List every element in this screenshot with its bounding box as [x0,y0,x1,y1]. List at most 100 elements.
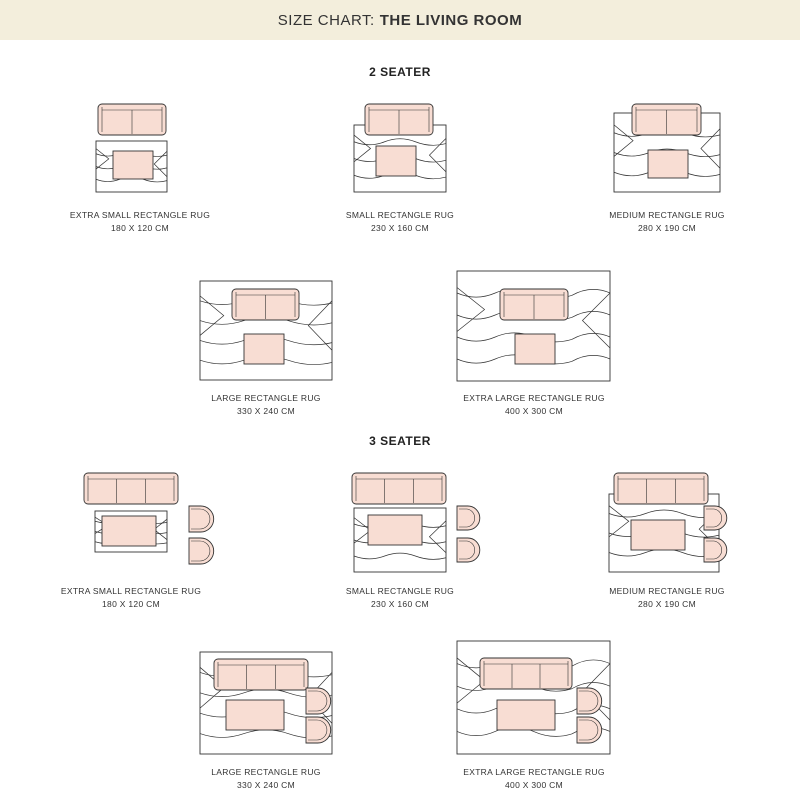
rug-pattern [353,134,372,163]
caption-3-seater-extra-large: EXTRA LARGE RECTANGLE RUG 400 X 300 CM [414,766,654,791]
rug-pattern [456,287,486,332]
rug-name: MEDIUM RECTANGLE RUG [609,586,725,596]
coffee-table [496,699,556,731]
armchair-seat [191,508,211,530]
rug-size: 230 X 160 CM [371,222,429,233]
caption-2-seater-large: LARGE RECTANGLE RUG 330 X 240 CM [146,392,386,417]
sofa [351,472,447,505]
header-prefix: SIZE CHART: [277,11,375,29]
sofa [499,288,569,321]
caption-2-seater-extra-small: EXTRA SMALL RECTANGLE RUG 180 X 120 CM [20,209,260,234]
armchair-seat [459,540,475,560]
sofa [231,288,300,321]
sofa [631,103,702,136]
rug-name: SMALL RECTANGLE RUG [345,210,455,220]
rug-pattern [428,138,447,173]
rug-size: 280 X 190 CM [638,598,696,609]
sofa [364,103,434,136]
sofa [213,658,309,691]
rug-pattern [608,505,630,538]
sofa [83,472,179,505]
rug-size: 180 X 120 CM [102,598,160,609]
rug-name: SMALL RECTANGLE RUG [345,586,455,596]
rug-pattern [581,292,611,349]
armchair-seat [191,540,211,562]
caption-2-seater-small: SMALL RECTANGLE RUG 230 X 160 CM [280,209,520,234]
caption-2-seater-extra-large: EXTRA LARGE RECTANGLE RUG 400 X 300 CM [414,392,654,417]
armchair [456,505,481,531]
armchair-seat [706,540,722,560]
coffee-table [630,519,686,551]
rug-pattern [199,295,225,336]
sofa-frame [83,472,179,505]
rug-pattern [153,150,168,177]
coffee-table [514,333,556,365]
rug-name: LARGE RECTANGLE RUG [211,393,321,403]
rug-pattern [613,124,634,157]
rug-pattern [428,520,447,554]
rug-size: 330 X 240 CM [237,779,295,790]
header-banner: SIZE CHART: THE LIVING ROOM [0,0,800,40]
section-title-3-seater: 3 SEATER [369,434,431,448]
caption-3-seater-small: SMALL RECTANGLE RUG 230 X 160 CM [280,585,520,610]
rug-name: LARGE RECTANGLE RUG [211,767,321,777]
coffee-table [225,699,285,731]
rug-size: 180 X 120 CM [111,222,169,233]
rug-pattern [700,128,721,169]
section-title-2-seater: 2 SEATER [369,65,431,79]
rug-pattern [95,148,110,170]
armchair [456,537,481,563]
rug-pattern [613,148,721,158]
rug-name: EXTRA SMALL RECTANGLE RUG [60,586,202,596]
sofa [479,657,573,690]
rug-name: EXTRA LARGE RECTANGLE RUG [463,767,605,777]
rug-pattern [608,509,720,518]
header-title: THE LIVING ROOM [379,11,523,29]
coffee-table [112,150,154,180]
rug-name: MEDIUM RECTANGLE RUG [609,210,725,220]
rug-size: 400 X 300 CM [505,779,563,790]
armchair-seat [579,719,599,741]
sofa-frame [213,658,309,691]
caption-3-seater-extra-small: EXTRA SMALL RECTANGLE RUG 180 X 120 CM [11,585,251,610]
coffee-table [243,333,285,365]
armchair-seat [308,719,328,741]
coffee-table [101,515,157,547]
armchair [703,537,728,563]
sofa-frame [351,472,447,505]
rug-pattern [353,138,447,146]
armchair-seat [308,690,328,712]
rug-size: 330 X 240 CM [237,405,295,416]
sofa-frame [613,472,709,505]
rug-size: 280 X 190 CM [638,222,696,233]
armchair-seat [579,690,599,712]
sofa-frame [479,657,573,690]
caption-3-seater-large: LARGE RECTANGLE RUG 330 X 240 CM [146,766,386,791]
caption-3-seater-medium: MEDIUM RECTANGLE RUG 280 X 190 CM [547,585,787,610]
rug-pattern [307,300,333,351]
rug-size: 400 X 300 CM [505,405,563,416]
rug [353,124,447,193]
coffee-table [647,149,689,179]
sofa [613,472,709,505]
rug-size: 230 X 160 CM [371,598,429,609]
rug-name: EXTRA LARGE RECTANGLE RUG [463,393,605,403]
armchair-seat [459,508,475,528]
armchair-seat [706,508,722,528]
armchair [703,505,728,531]
coffee-table [375,145,417,177]
rug-pattern [353,552,447,560]
sofa [97,103,167,136]
caption-2-seater-medium: MEDIUM RECTANGLE RUG 280 X 190 CM [547,209,787,234]
rug-name: EXTRA SMALL RECTANGLE RUG [69,210,211,220]
